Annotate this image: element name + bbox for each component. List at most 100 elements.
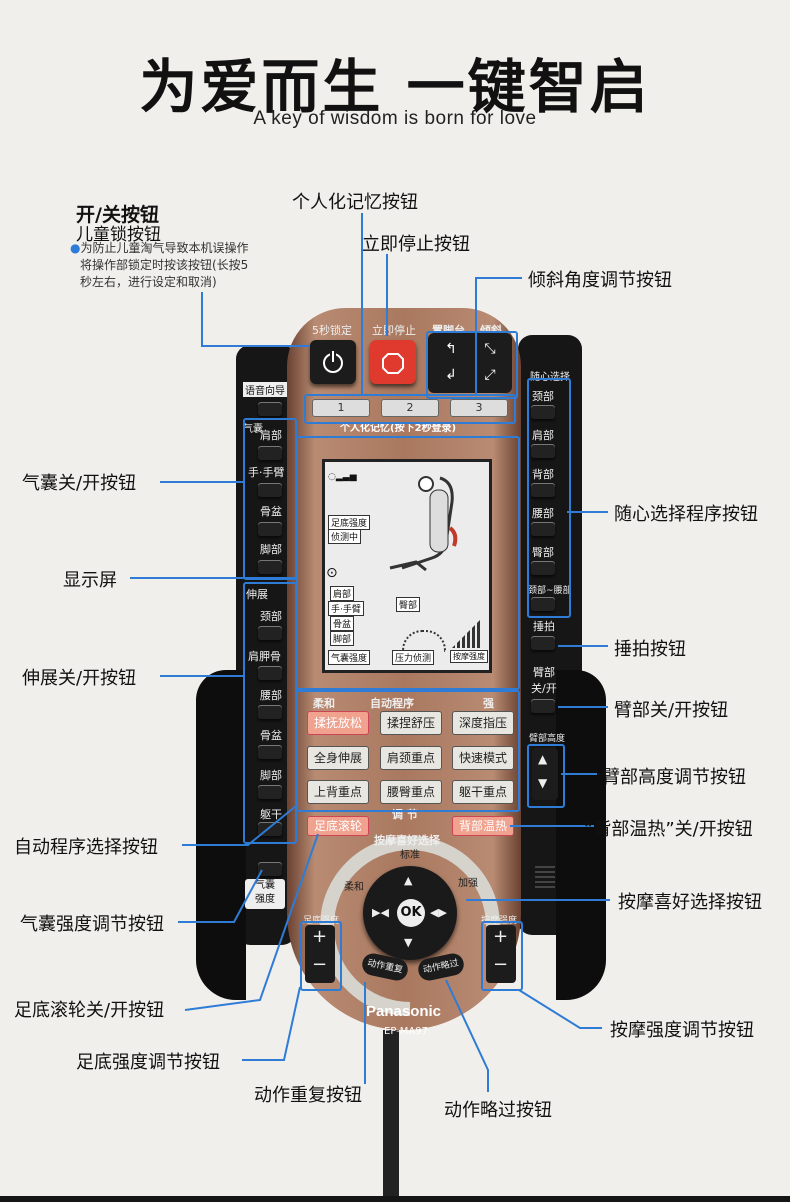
- auto-program-button[interactable]: 上背重点: [307, 780, 369, 804]
- screen-airbag-strength: 气囊强度: [328, 650, 371, 665]
- screen-massage-strength: 按摩强度: [450, 650, 488, 663]
- preference-strong-button[interactable]: 加强: [458, 878, 478, 889]
- free-select-back-button[interactable]: [531, 483, 555, 497]
- free-select-label: 颈部~腰部: [528, 586, 572, 596]
- free-select-label: 腰部: [532, 507, 554, 520]
- airbag-pelvis-button[interactable]: [258, 522, 282, 536]
- foot-roller-button[interactable]: 足底滚轮: [307, 816, 369, 836]
- ok-button[interactable]: OK: [397, 899, 425, 927]
- bullet-icon: ●: [70, 241, 81, 255]
- massage-strength-plus-button[interactable]: +: [493, 926, 509, 947]
- tapping-button[interactable]: [531, 636, 555, 650]
- memory-button-2[interactable]: 2: [381, 399, 439, 417]
- preference-caption: 按摩喜好选择: [374, 834, 440, 847]
- back-heat-button[interactable]: 背部温热: [452, 816, 514, 836]
- airbag-item-label: 肩部: [260, 429, 282, 442]
- dpad-left-icon[interactable]: ▶◀: [372, 906, 389, 919]
- foot-strength-minus-button[interactable]: −: [312, 954, 328, 975]
- screen-figure: [380, 472, 472, 582]
- power-button[interactable]: [310, 340, 356, 384]
- memory-button-3[interactable]: 3: [450, 399, 508, 417]
- note-line: 将操作部锁定时按该按钮(长按5: [80, 258, 249, 272]
- auto-program-button[interactable]: 揉捏舒压: [380, 711, 442, 735]
- callout-stop: 立即停止按钮: [362, 234, 470, 255]
- free-select-neck-waist-button[interactable]: [531, 597, 555, 611]
- stop-label: 立即停止: [372, 324, 416, 337]
- upright-icon: ⤢: [484, 367, 496, 383]
- note-line: 秒左右，进行设定和取消): [80, 275, 217, 289]
- stretch-scapula-button[interactable]: [258, 666, 282, 680]
- free-select-shoulder-button[interactable]: [531, 444, 555, 458]
- callout-child-lock-note: ●为防止儿童淘气导致本机误操作 将操作部锁定时按该按钮(长按5 秒左右，进行设定…: [70, 240, 249, 291]
- highlight-free-select: [527, 378, 571, 618]
- callout-foot-roller: 足底滚轮关/开按钮: [14, 1000, 165, 1021]
- arm-down-button[interactable]: ▼: [538, 776, 548, 790]
- memory-caption: 个人化记忆(按下2秒登录): [340, 423, 457, 434]
- callout-auto-prog: 自动程序选择按钮: [14, 837, 158, 858]
- speaker-grille: [535, 866, 555, 888]
- preference-soft-button[interactable]: 柔和: [344, 882, 364, 893]
- auto-program-button[interactable]: 揉抚放松: [307, 711, 369, 735]
- free-select-neck-button[interactable]: [531, 405, 555, 419]
- auto-program-button[interactable]: 躯干重点: [452, 780, 514, 804]
- callout-arm: 臂部关/开按钮: [614, 700, 729, 721]
- massage-strength-minus-button[interactable]: −: [493, 954, 509, 975]
- callout-stretch: 伸展关/开按钮: [22, 668, 137, 689]
- arm-up-button[interactable]: ▲: [538, 752, 548, 766]
- highlight-foot-strength: [300, 921, 342, 991]
- cable: [383, 1030, 399, 1202]
- airbag-foot-button[interactable]: [258, 560, 282, 574]
- auto-program-button[interactable]: 快速模式: [452, 746, 514, 770]
- power-icon: [323, 350, 343, 373]
- arm-height-label: 臂部高度: [529, 734, 566, 744]
- footrest-down-button[interactable]: ↲: [435, 364, 467, 386]
- stretch-waist-button[interactable]: [258, 705, 282, 719]
- voice-guide-button[interactable]: [258, 402, 282, 416]
- screen-row: 脚部: [330, 631, 355, 646]
- tilt-back-button[interactable]: ⤡: [474, 338, 506, 360]
- dpad-right-icon[interactable]: ◀▶: [430, 906, 447, 919]
- stop-button[interactable]: [370, 340, 416, 384]
- stretch-foot-button[interactable]: [258, 785, 282, 799]
- auto-header: 自动程序: [370, 697, 414, 710]
- preference-standard-button[interactable]: 标准: [400, 850, 420, 861]
- free-select-label: 颈部: [532, 390, 554, 403]
- free-select-header: 随心选择: [530, 372, 570, 383]
- free-select-waist-button[interactable]: [531, 522, 555, 536]
- callout-preference: 按摩喜好选择按钮: [618, 892, 762, 913]
- callout-back-heat: “背部温热”关/开按钮: [584, 819, 753, 840]
- auto-program-button[interactable]: 全身伸展: [307, 746, 369, 770]
- screen-signal-icon: ◌▂▃▅: [328, 472, 357, 482]
- highlight-display: [296, 436, 520, 690]
- arm-height-buttons: [532, 748, 558, 800]
- callout-foot-strength: 足底强度调节按钮: [76, 1052, 220, 1073]
- free-select-buttock-button[interactable]: [531, 561, 555, 575]
- tilt-up-button[interactable]: ⤢: [474, 364, 506, 386]
- auto-program-button[interactable]: 腰臀重点: [380, 780, 442, 804]
- callout-tilt: 倾斜角度调节按钮: [528, 270, 672, 291]
- stretch-pelvis-button[interactable]: [258, 745, 282, 759]
- footrest-up-icon: ↰: [445, 341, 457, 357]
- stretch-item-label: 脚部: [260, 769, 282, 782]
- arm-toggle-button[interactable]: [531, 699, 555, 713]
- airbag-arm-button[interactable]: [258, 483, 282, 497]
- airbag-item-label: 脚部: [260, 543, 282, 556]
- callout-child-lock: 儿童锁按钮: [76, 225, 161, 245]
- auto-program-button[interactable]: 深度指压: [452, 711, 514, 735]
- free-select-label: 背部: [532, 468, 554, 481]
- auto-program-button[interactable]: 肩颈重点: [380, 746, 442, 770]
- airbag-strength-label: 气囊 强度: [245, 879, 285, 909]
- callout-airbag: 气囊关/开按钮: [22, 473, 137, 494]
- airbag-strength-line: 强度: [255, 894, 275, 905]
- foot-strength-plus-button[interactable]: +: [312, 926, 328, 947]
- arm-label-1: 臂部: [533, 666, 555, 679]
- callout-repeat: 动作重复按钮: [254, 1085, 362, 1106]
- airbag-shoulder-button[interactable]: [258, 446, 282, 460]
- dpad-down-icon[interactable]: ▼: [404, 936, 413, 949]
- stretch-neck-button[interactable]: [258, 626, 282, 640]
- stretch-item-label: 肩胛骨: [248, 650, 281, 663]
- footrest-up-button[interactable]: ↰: [435, 338, 467, 360]
- dpad-up-icon[interactable]: ▲: [404, 874, 413, 887]
- memory-button-1[interactable]: 1: [312, 399, 370, 417]
- airbag-strength-button[interactable]: [258, 862, 282, 876]
